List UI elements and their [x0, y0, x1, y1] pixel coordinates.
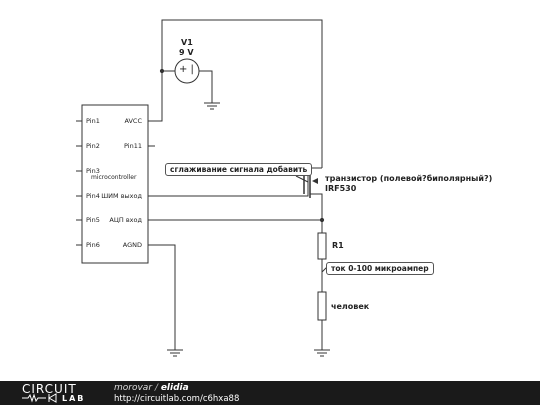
author-link[interactable]: morovar — [114, 383, 153, 393]
mcu-adc-label: АЦП вход — [109, 216, 142, 224]
circuit-url-link[interactable]: http://circuitlab.com/c6hxa88 — [114, 394, 240, 404]
mcu-pin2-label: Pin2 — [86, 142, 100, 150]
mcu-avcc-label: AVCC — [124, 117, 142, 125]
source-value: 9 V — [179, 48, 194, 57]
author-line: morovar / elidia — [114, 383, 189, 393]
mcu-pin6-label: Pin6 — [86, 241, 100, 249]
mcu-name-label: microcontroller — [91, 174, 137, 181]
mcu-pin3-label: Pin3 — [86, 167, 100, 175]
mcu-pin4-label: Pin4 — [86, 192, 100, 200]
mcu-pwm-label: ШИМ выход — [101, 192, 142, 200]
mcu-pin5-label: Pin5 — [86, 216, 100, 224]
circuitlab-logo-icon — [22, 393, 57, 403]
schematic-wires — [76, 19, 330, 357]
current-callout: ток 0-100 микроампер — [326, 262, 434, 275]
smoothing-callout: сглаживание сигнала добавить — [165, 163, 313, 176]
schematic-canvas: Pin1 Pin2 Pin3 microcontroller Pin4 Pin5… — [76, 19, 493, 357]
circuitlab-logo-lab: LAB — [62, 394, 86, 403]
transistor-part: IRF530 — [325, 184, 357, 193]
mcu-pin1-label: Pin1 — [86, 117, 100, 125]
source-polarity-icon: + | — [179, 64, 194, 75]
footer-bar: CIRCUIT LAB morovar / elidia http://circ… — [0, 381, 540, 405]
mcu-agnd-label: AGND — [122, 241, 142, 249]
circuit-title[interactable]: elidia — [160, 383, 189, 393]
resistor-r1 — [317, 232, 327, 260]
transistor-label: транзистор (полевой?биполярный?) — [325, 174, 493, 183]
source-name: V1 — [181, 38, 193, 47]
microcontroller-body — [81, 104, 149, 264]
circuitlab-logo-text: CIRCUIT — [22, 382, 77, 396]
author-separator: / — [154, 383, 158, 393]
resistor-r1-label: R1 — [332, 241, 344, 250]
load-resistor — [317, 291, 327, 321]
load-label: человек — [331, 302, 370, 311]
mcu-pin11-label: Pin11 — [124, 142, 142, 150]
